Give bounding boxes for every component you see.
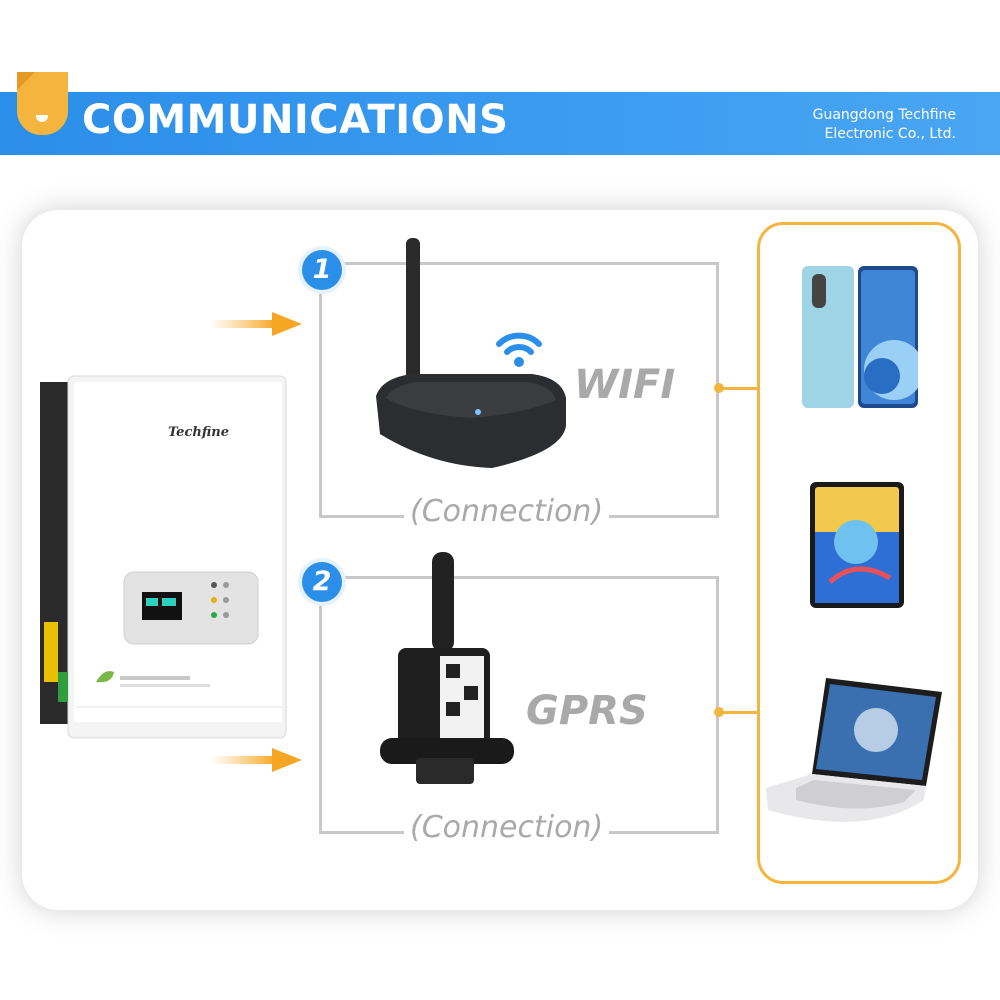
header-banner: [0, 92, 1000, 155]
tablet-icon: [810, 482, 904, 608]
inverter-image: [40, 375, 287, 739]
step-badge-1: 1: [302, 250, 342, 290]
arrow-icon: [210, 748, 302, 772]
company-line-2: Electronic Co., Ltd.: [824, 126, 956, 142]
wifi-link-line: [716, 387, 758, 390]
smartphone-icon: [802, 266, 918, 408]
gprs-link-dot: [714, 707, 724, 717]
step-badge-2: 2: [302, 562, 342, 602]
page-title: COMMUNICATIONS: [82, 97, 509, 143]
company-name: Guangdong Techfine Electronic Co., Ltd.: [813, 106, 956, 144]
laptop-icon: [766, 678, 942, 822]
gprs-connection-label: (Connection): [404, 810, 610, 845]
wifi-router-image: [376, 238, 566, 468]
gprs-label: GPRS: [526, 688, 648, 734]
inverter-brand: Techfine: [168, 425, 229, 440]
company-line-1: Guangdong Techfine: [812, 107, 956, 123]
gprs-module-image: [380, 552, 514, 784]
arrow-icon: [210, 312, 302, 336]
tag-icon: [17, 72, 68, 135]
wifi-icon: [496, 332, 542, 367]
gprs-frame: [319, 576, 719, 834]
wifi-connection-label: (Connection): [404, 494, 610, 529]
wifi-link-dot: [714, 383, 724, 393]
wifi-label: WIFI: [574, 362, 676, 408]
gprs-link-line: [716, 711, 758, 714]
tag-mark: [36, 115, 48, 122]
